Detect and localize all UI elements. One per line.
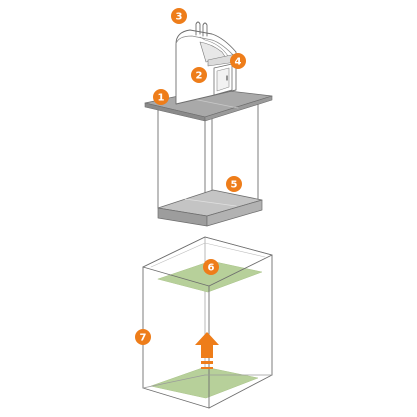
callout-2: 2: [191, 67, 207, 83]
callout-number: 5: [231, 180, 238, 191]
callout-number: 7: [140, 333, 147, 344]
lower-green-plane: [150, 366, 259, 399]
callout-circle: [226, 176, 242, 192]
callout-number: 4: [235, 57, 242, 68]
up-arrow-icon: [195, 332, 219, 369]
callout-circle: [203, 259, 219, 275]
callout-3: 3: [171, 8, 187, 24]
machine-door: [207, 53, 237, 96]
callout-number: 1: [158, 93, 165, 104]
callout-5: 5: [226, 176, 242, 192]
callout-number: 2: [196, 71, 203, 82]
upper-green-plane: [157, 260, 263, 293]
callout-number: 6: [208, 263, 215, 274]
callout-circle: [171, 8, 187, 24]
callout-circle: [153, 89, 169, 105]
callout-badges: 1 2 3 4 5 6 7: [135, 8, 246, 345]
floor-plate: [157, 189, 263, 227]
machine-handles: [195, 21, 208, 37]
callout-6: 6: [203, 259, 219, 275]
callout-circle: [135, 329, 151, 345]
callout-4: 4: [230, 53, 246, 69]
callout-circle: [230, 53, 246, 69]
callout-number: 3: [176, 12, 183, 23]
callout-circle: [191, 67, 207, 83]
callout-7: 7: [135, 329, 151, 345]
callout-1: 1: [153, 89, 169, 105]
